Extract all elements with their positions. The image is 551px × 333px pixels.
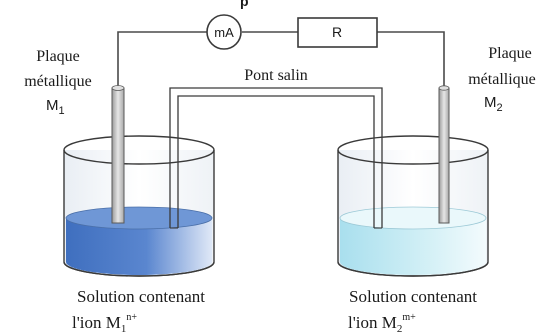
right-beaker [337, 135, 489, 277]
right-metal-plate [438, 87, 450, 224]
right-solution-caption-line1: Solution contenant [349, 287, 477, 306]
left-solution-surface [65, 206, 213, 230]
left-solution-caption-line1: Solution contenant [77, 287, 205, 306]
right-plate-label-line2: métallique [468, 71, 536, 88]
ammeter-label: mA [214, 25, 234, 40]
salt-bridge-label: Pont salin [244, 67, 308, 84]
salt-bridge [169, 87, 383, 229]
wire-right [377, 31, 445, 92]
left-solution [66, 218, 212, 275]
wire-left [117, 31, 207, 92]
left-metal-plate [111, 87, 125, 224]
resistor: R [297, 17, 378, 48]
left-plate-label-line2: métallique [24, 73, 92, 90]
right-plate-label-line1: Plaque [488, 45, 532, 62]
right-solution [340, 218, 486, 275]
cropped-title-fragment: p [240, 0, 249, 9]
left-plate-label-line1: Plaque [36, 48, 80, 65]
right-solution-caption-line2: l'ion M2m+ [348, 312, 416, 333]
right-solution-surface [339, 206, 487, 230]
ammeter: mA [206, 14, 242, 50]
right-metal-name: M2 [484, 94, 503, 114]
left-solution-caption-line2: l'ion M1n+ [72, 312, 137, 333]
left-metal-name: M1 [46, 97, 65, 117]
resistor-label: R [332, 24, 342, 40]
left-beaker [63, 135, 215, 277]
